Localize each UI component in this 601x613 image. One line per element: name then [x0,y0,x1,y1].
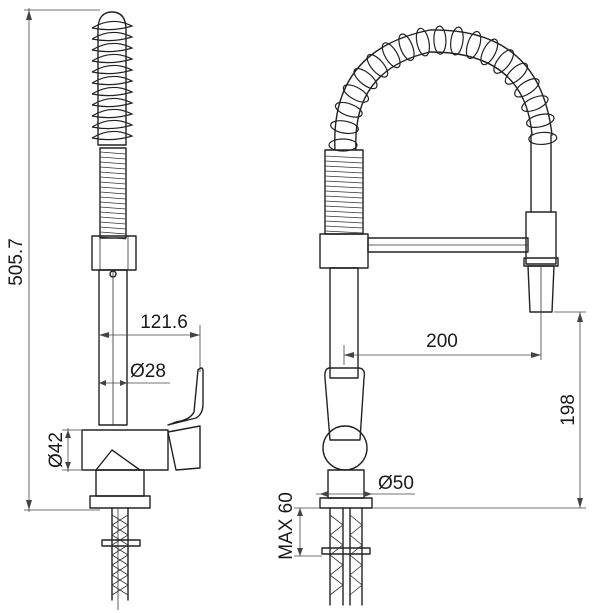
front-hose-sleeve [324,149,364,235]
thread-line [324,210,364,214]
spring-coil [514,78,540,98]
thread-line [99,176,127,180]
front-mount-studs [321,507,371,606]
thread-line [324,205,364,209]
thread-line [99,151,127,155]
spring-coil [381,42,401,69]
spout-reach-side-dimension: 121.6 [98,312,201,372]
spout-reach-side-label: 121.6 [140,312,188,333]
spring-coil [91,108,134,119]
side-spring [91,11,134,146]
body-diameter-label: Ø28 [130,361,166,382]
thread-line [99,216,127,220]
spring-coil [528,131,558,146]
mount-diameter-label: Ø50 [378,473,414,494]
side-lever [167,367,204,471]
thread-line [99,226,127,230]
thread-line [324,155,364,159]
spring-coil [330,120,359,135]
outlet-height-dimension: 198 [372,311,586,509]
max-deck-dimension: MAX 60 [276,492,322,560]
thread-line [99,191,127,195]
thread-line [324,180,364,184]
spring-coil [91,119,134,130]
thread-line [324,195,364,199]
spring-coil [353,68,378,90]
spring-coil [465,30,482,60]
spring-coil [334,101,363,118]
spout-reach-front-dimension: 200 [343,312,542,365]
spring-coil [342,84,370,103]
thread-line [99,221,127,225]
thread-line [99,161,127,165]
spring-coil [91,20,134,31]
thread-line [99,201,127,205]
thread-line [324,160,364,164]
thread-line [99,211,127,215]
thread-line [99,196,127,200]
thread-line [324,225,364,229]
thread-line [99,156,127,160]
total-height-dimension: 505.7 [6,8,100,512]
base-diameter-label: Ø42 [46,432,67,468]
thread-line [324,185,364,189]
spring-coil [504,62,529,85]
mount-diameter-dimension: Ø50 [316,473,415,497]
front-arm [319,233,529,269]
spring-coil [521,95,549,112]
body-diameter-dimension: Ø28 [99,361,170,386]
side-base [81,429,169,509]
thread-line [324,220,364,224]
spring-coil [526,113,555,128]
spring-coil [480,38,499,66]
side-mount-studs [101,507,141,610]
thread-line [324,175,364,179]
thread-line [324,215,364,219]
thread-line [324,190,364,194]
side-view: 505.7 [6,8,204,610]
thread-line [99,206,127,210]
thread-line [324,165,364,169]
thread-line [99,181,127,185]
front-view: 200 198 Ø50 MAX 60 [276,25,586,606]
side-hose-sleeve [99,147,127,240]
max-deck-label: MAX 60 [276,492,297,560]
spring-coil [91,86,134,97]
thread-line [99,171,127,175]
thread-line [99,186,127,190]
spring-coil [91,97,134,108]
spring-coil [398,33,415,62]
thread-line [99,236,127,240]
spring-coil [91,42,134,53]
spring-coil [450,26,464,56]
spring-coil [493,49,515,74]
spring-coil [91,130,134,141]
front-lever [319,367,373,509]
front-spray-head [523,211,559,313]
spring-coil [91,75,134,86]
spring-coil [415,27,431,57]
base-diameter-dimension: Ø42 [46,428,84,472]
thread-line [324,230,364,234]
front-hose [530,134,552,213]
front-spring [328,25,558,152]
spout-reach-front-label: 200 [426,331,458,352]
spring-coil [91,31,134,42]
thread-line [324,200,364,204]
front-body [329,267,359,379]
thread-line [99,231,127,235]
thread-line [99,166,127,170]
spring-coil [433,25,447,55]
thread-line [324,170,364,174]
outlet-height-label: 198 [558,394,579,426]
spring-coil [366,53,389,78]
spring-coil [328,138,358,152]
total-height-label: 505.7 [6,238,27,286]
spring-coil [91,53,134,64]
side-body [98,269,128,426]
spring-coil [91,64,134,75]
